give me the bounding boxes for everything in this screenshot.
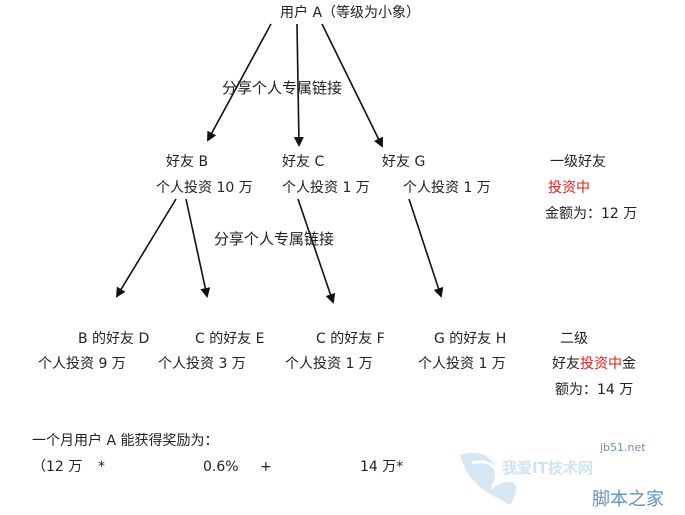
arrow-a-to-c: [293, 23, 304, 147]
friend-d-investment: 个人投资 9 万: [38, 356, 126, 372]
root-user-label: 用户 A（等级为小象）: [280, 5, 421, 21]
reward-term2: 14 万*: [360, 459, 404, 475]
reward-times: *: [98, 459, 105, 475]
friend-h-investment: 个人投资 1 万: [418, 356, 506, 372]
level2-status: 投资中: [580, 356, 622, 372]
watermark-brand: 我爱IT技术网: [502, 459, 593, 477]
share-link-label-middle: 分享个人专属链接: [214, 230, 335, 248]
arrow-b-to-e: [185, 198, 211, 298]
reward-term1: （12 万: [32, 459, 83, 475]
level2-title: 二级: [560, 331, 588, 347]
friend-g-name: 好友 G: [382, 154, 426, 170]
share-link-label-top: 分享个人专属链接: [222, 79, 343, 97]
level2-amount: 额为：14 万: [555, 382, 634, 398]
friend-f-name: C 的好友 F: [316, 331, 385, 347]
friend-g-investment: 个人投资 1 万: [403, 180, 491, 196]
arrow-a-to-g: [321, 23, 383, 148]
watermark: jb51.net 我爱IT技术网 脚本之家: [450, 435, 685, 515]
arrow-a-to-b: [207, 23, 272, 142]
friend-e-investment: 个人投资 3 万: [158, 356, 246, 372]
friend-b-investment: 个人投资 10 万: [156, 180, 253, 196]
level1-title: 一级好友: [550, 154, 606, 170]
friend-e-name: C 的好友 E: [195, 331, 265, 347]
level1-status: 投资中: [548, 180, 590, 196]
level1-amount: 金额为：12 万: [545, 206, 638, 222]
arrow-g-to-h: [408, 198, 444, 298]
reward-rate: 0.6%: [203, 459, 239, 475]
reward-title: 一个月用户 A 能获得奖励为：: [32, 433, 219, 449]
arrow-c-to-f: [297, 198, 336, 304]
arrow-b-to-d: [115, 198, 177, 298]
wings-logo-icon: [460, 452, 517, 505]
friend-d-name: B 的好友 D: [78, 331, 150, 347]
friend-c-investment: 个人投资 1 万: [282, 180, 370, 196]
level2-suffix: 金: [622, 356, 636, 372]
reward-plus: +: [260, 459, 272, 475]
friend-c-name: 好友 C: [282, 154, 325, 170]
level2-status-line: 好友投资中金: [552, 355, 636, 373]
watermark-site: jb51.net: [600, 441, 646, 454]
friend-h-name: G 的好友 H: [434, 331, 507, 347]
friend-f-investment: 个人投资 1 万: [285, 356, 373, 372]
friend-b-name: 好友 B: [166, 154, 209, 170]
watermark-home: 脚本之家: [592, 489, 664, 510]
level2-prefix: 好友: [552, 356, 580, 372]
